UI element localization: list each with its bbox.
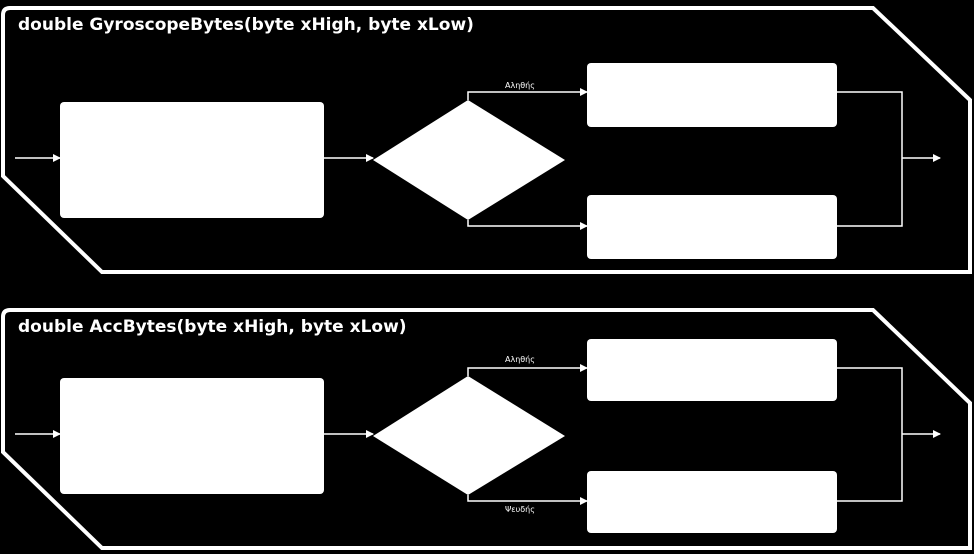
function-signature-title: double AccBytes(byte xHigh, byte xLow) (18, 317, 407, 337)
false-branch-arrow (467, 495, 588, 505)
false-result-block (587, 471, 837, 533)
true-result-block (587, 63, 837, 127)
function-panel-acc: double AccBytes(byte xHigh, byte xLow) Α… (0, 308, 972, 550)
decision-diamond (373, 100, 565, 220)
function-signature-title: double GyroscopeBytes(byte xHigh, byte x… (18, 15, 474, 35)
false-branch-arrow (467, 220, 588, 230)
decision-diamond (373, 376, 565, 495)
panel-frame (0, 308, 972, 550)
process-block (60, 102, 324, 218)
true-result-block (587, 339, 837, 401)
false-result-block (587, 195, 837, 259)
panel-frame (0, 6, 972, 274)
merge-connector (837, 367, 903, 502)
true-branch-arrow (467, 88, 588, 100)
function-panel-gyroscope: double GyroscopeBytes(byte xHigh, byte x… (0, 6, 972, 274)
process-block (60, 378, 324, 494)
true-branch-arrow (467, 364, 588, 376)
true-branch-label: Αληθής (505, 81, 535, 90)
merge-connector (837, 91, 903, 227)
true-branch-label: Αληθής (505, 355, 535, 364)
false-branch-label: Ψευδής (505, 505, 535, 514)
